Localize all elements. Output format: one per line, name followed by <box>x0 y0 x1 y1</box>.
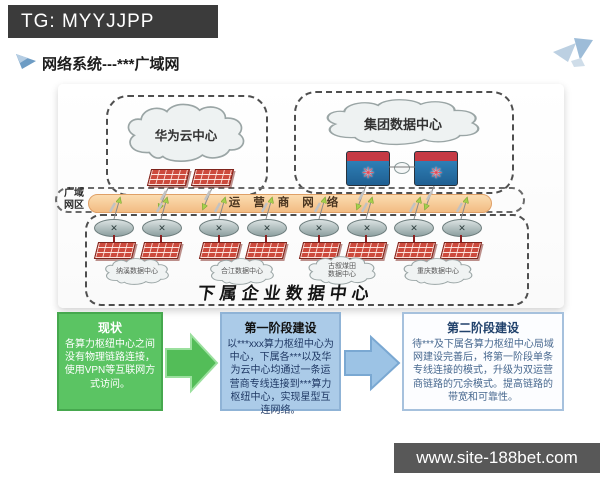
datacenter-label-line1: 纳溪数据中心 <box>116 268 158 275</box>
router-x-icon: ✕ <box>215 222 223 233</box>
router-star-icon: ✳ <box>361 165 375 182</box>
cloud-shape-icon <box>308 256 376 285</box>
wan-zone-label-line1: 广域 <box>64 188 84 199</box>
group-datacenter-label: 集团数据中心 <box>363 116 442 132</box>
carrier-network-bar: 运营商网络 <box>88 194 492 213</box>
datacenter-label-line1: 重庆数据中心 <box>417 268 459 275</box>
blue-arrow-icon <box>344 334 401 392</box>
wan-zone-label: 广域 网区 <box>64 188 84 212</box>
router-icon: ✕ <box>299 219 339 237</box>
firewall-icon <box>190 169 235 186</box>
router-icon: ✕ <box>94 219 134 237</box>
phase-body: 各算力枢纽中心之间没有物理链路连接，使用VPN等互联网方式访问。 <box>64 339 156 390</box>
router-x-icon: ✕ <box>263 222 271 233</box>
router-icon: ✕ <box>247 219 287 237</box>
router-x-icon: ✕ <box>110 222 118 233</box>
datacenter-cloud: 重庆数据中心 <box>398 257 478 287</box>
enterprise-datacenter-zone <box>85 214 529 306</box>
datacenter-cloud: 合江数据中心 <box>205 257 279 287</box>
phase-body: 以***xxx算力枢纽中心为中心，下属各***以及华为云中心均通过一条运营商专线… <box>227 339 334 416</box>
phase-box-stage1: 第一阶段建设 以***xxx算力枢纽中心为中心，下属各***以及华为云中心均通过… <box>220 312 341 416</box>
cloud-shape-icon <box>105 258 169 285</box>
router-x-icon: ✕ <box>158 222 166 233</box>
router-star-icon: ✳ <box>429 165 443 182</box>
datacenter-cloud-label: 纳溪数据中心 <box>100 257 174 287</box>
cloud-shape-icon <box>403 258 473 285</box>
datacenter-cloud: 纳溪数据中心 <box>100 257 174 287</box>
group-datacenter-zone <box>294 91 514 194</box>
top-watermark-bar: TG: MYYJJPP <box>8 5 218 38</box>
router-icon: ✕ <box>142 219 182 237</box>
paper-plane-icon <box>553 38 593 67</box>
datacenter-cloud-label: 合江数据中心 <box>205 257 279 287</box>
datacenter-label-line2: 数据中心 <box>328 271 356 278</box>
datacenter-cloud-label: 重庆数据中心 <box>398 257 478 287</box>
datacenter-label-line1: 古叙煤田 <box>328 263 356 270</box>
router-x-icon: ✕ <box>410 222 418 233</box>
phase-title: 第一阶段建设 <box>244 321 317 335</box>
bottom-watermark-text: www.site-188bet.com <box>416 448 578 467</box>
router-x-icon: ✕ <box>315 222 323 233</box>
bottom-watermark-bar: www.site-188bet.com <box>394 443 600 473</box>
phase-box-stage2: 第二阶段建设 待***及下属各算力枢纽中心局域网建设完善后，将第一阶段单条专线连… <box>402 312 564 411</box>
cloud-shape-icon <box>326 99 480 146</box>
router-icon: ✕ <box>394 219 434 237</box>
router-x-icon: ✕ <box>363 222 371 233</box>
phase-box-current: 现状 各算力枢纽中心之间没有物理链路连接，使用VPN等互联网方式访问。 <box>57 312 163 411</box>
datacenter-cloud: 古叙煤田 数据中心 <box>303 255 381 287</box>
phase-title: 现状 <box>97 321 122 335</box>
page-title: 网络系统---***广域网 <box>42 56 180 73</box>
datacenter-cloud-label: 古叙煤田 数据中心 <box>303 255 381 287</box>
link-ellipse-icon <box>394 162 410 174</box>
enterprise-section-title: 下属企业数据中心 <box>196 284 376 303</box>
huawei-cloud-label: 华为云中心 <box>154 128 218 143</box>
huawei-cloud: 华为云中心 <box>118 101 254 167</box>
cloud-shape-icon <box>127 103 245 163</box>
group-datacenter-cloud: 集团数据中心 <box>314 97 492 149</box>
phase-title: 第二阶段建设 <box>446 321 519 335</box>
router-icon: ✕ <box>199 219 239 237</box>
top-watermark-text: TG: MYYJJPP <box>21 11 155 32</box>
router-icon: ✕ <box>442 219 482 237</box>
phase-body: 待***及下属各算力枢纽中心局域网建设完善后，将第一阶段单条专线连接的模式，升级… <box>412 339 554 403</box>
router-x-icon: ✕ <box>458 222 466 233</box>
firewall-icon <box>146 169 191 186</box>
router-icon: ✕ <box>347 219 387 237</box>
cloud-shape-icon <box>210 258 274 285</box>
carrier-network-label: 运营商网络 <box>228 197 352 209</box>
wan-zone-label-line2: 网区 <box>64 200 84 211</box>
title-bullet-icon <box>16 54 36 69</box>
datacenter-label-line1: 合江数据中心 <box>221 268 263 275</box>
core-router-icon: ✳ <box>346 151 390 186</box>
core-router-icon: ✳ <box>414 151 458 186</box>
green-arrow-icon <box>165 332 219 394</box>
